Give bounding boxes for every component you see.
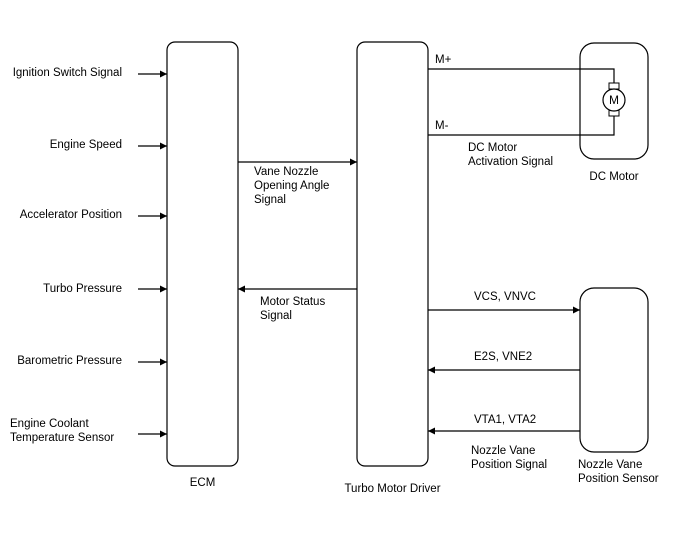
nozzle-vane-sensor-label: Nozzle Vane Position Sensor <box>578 459 659 485</box>
m-plus-label: M+ <box>435 54 452 66</box>
m-plus-wire <box>428 68 615 83</box>
motor-symbol-letter: M <box>609 93 619 107</box>
motor-symbol <box>602 82 626 117</box>
turbo-motor-driver-box <box>356 41 429 467</box>
turbo-motor-driver-label: Turbo Motor Driver <box>344 483 441 495</box>
input-label-engine-speed: Engine Speed <box>49 139 122 151</box>
nozzle-vane-signal-label: Nozzle Vane Position Signal <box>471 445 548 471</box>
vane-nozzle-signal-label: Vane Nozzle Opening Angle Signal <box>254 166 330 206</box>
nozzle-vane-sensor-box <box>579 287 649 453</box>
m-minus-label: M- <box>435 120 449 132</box>
m-minus-wire <box>428 116 615 136</box>
input-label-barometric: Barometric Pressure <box>17 355 122 367</box>
input-label-coolant: Engine Coolant Temperature Sensor <box>10 418 115 444</box>
input-label-ignition: Ignition Switch Signal <box>12 67 122 79</box>
input-label-accelerator: Accelerator Position <box>19 209 122 221</box>
dc-motor-label: DC Motor <box>589 171 639 183</box>
dc-motor-activation-label: DC Motor Activation Signal <box>468 142 554 168</box>
vta-label: VTA1, VTA2 <box>474 414 537 426</box>
motor-status-signal-label: Motor Status Signal <box>260 296 326 322</box>
input-label-turbo-pressure: Turbo Pressure <box>43 283 122 295</box>
ecm-label: ECM <box>189 477 216 489</box>
vcs-label: VCS, VNVC <box>474 291 536 303</box>
ecm-box <box>166 41 239 467</box>
e2s-label: E2S, VNE2 <box>474 351 533 363</box>
